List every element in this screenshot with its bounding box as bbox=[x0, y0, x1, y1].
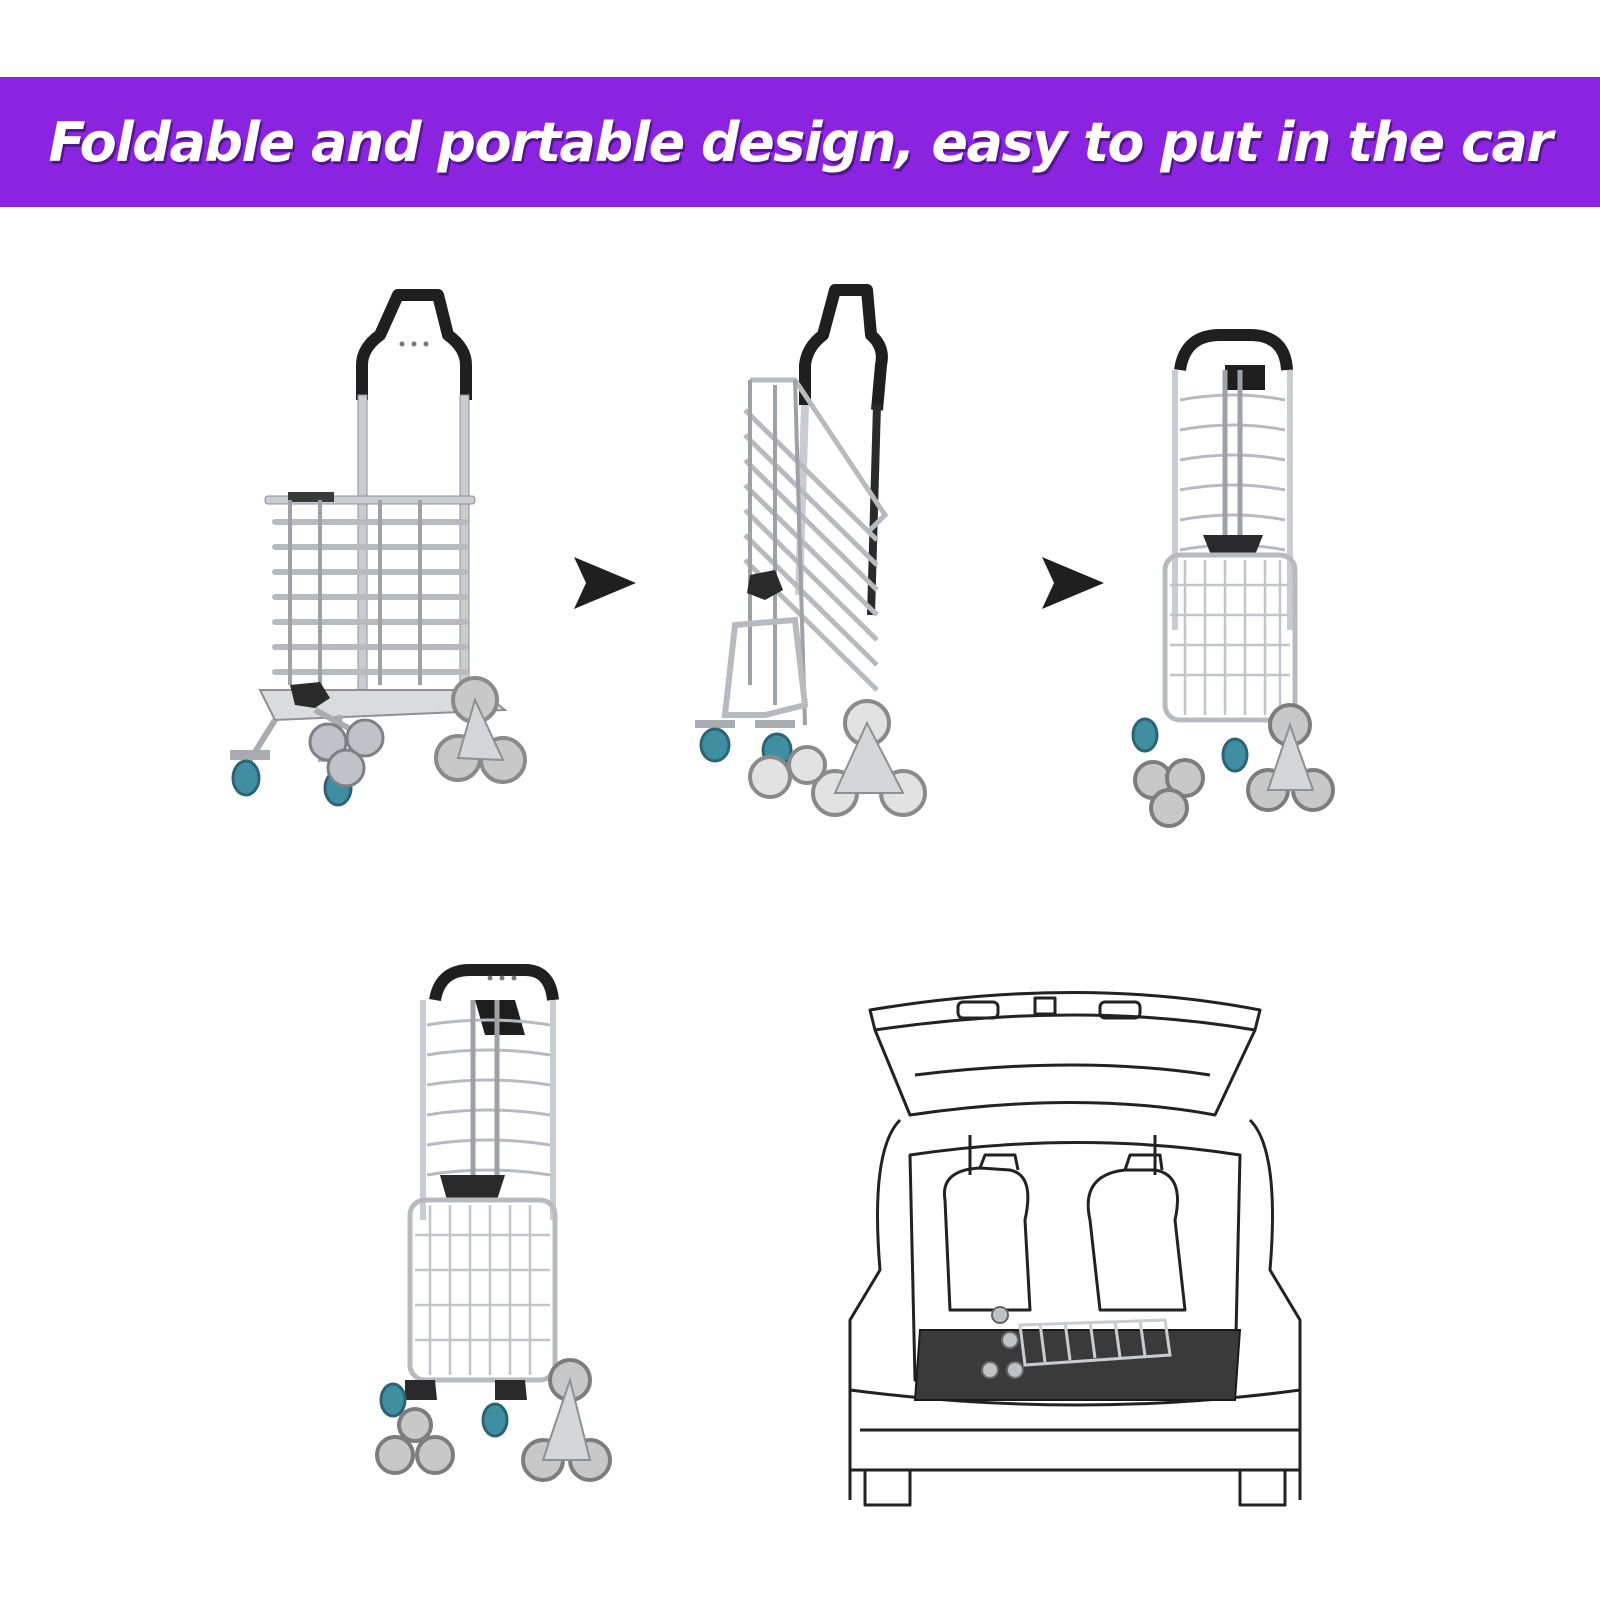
header-banner: Foldable and portable design, easy to pu… bbox=[0, 77, 1600, 207]
arrow-right-icon bbox=[1040, 555, 1106, 615]
cart-folded-standing-image bbox=[375, 964, 615, 1500]
arrow-right-icon bbox=[572, 555, 638, 615]
car-trunk-image bbox=[840, 990, 1320, 1530]
cart-unfolded-image bbox=[220, 289, 530, 830]
banner-title: Foldable and portable design, easy to pu… bbox=[48, 110, 1553, 174]
cart-folding-image bbox=[695, 284, 955, 845]
cart-folded-front-image bbox=[1125, 329, 1365, 850]
